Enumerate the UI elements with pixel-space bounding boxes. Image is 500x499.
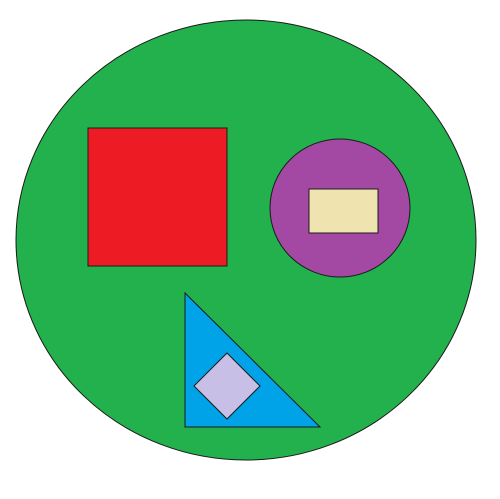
lavender-diamond — [193, 352, 261, 420]
cream-rectangle — [308, 188, 379, 234]
red-square — [87, 127, 228, 267]
